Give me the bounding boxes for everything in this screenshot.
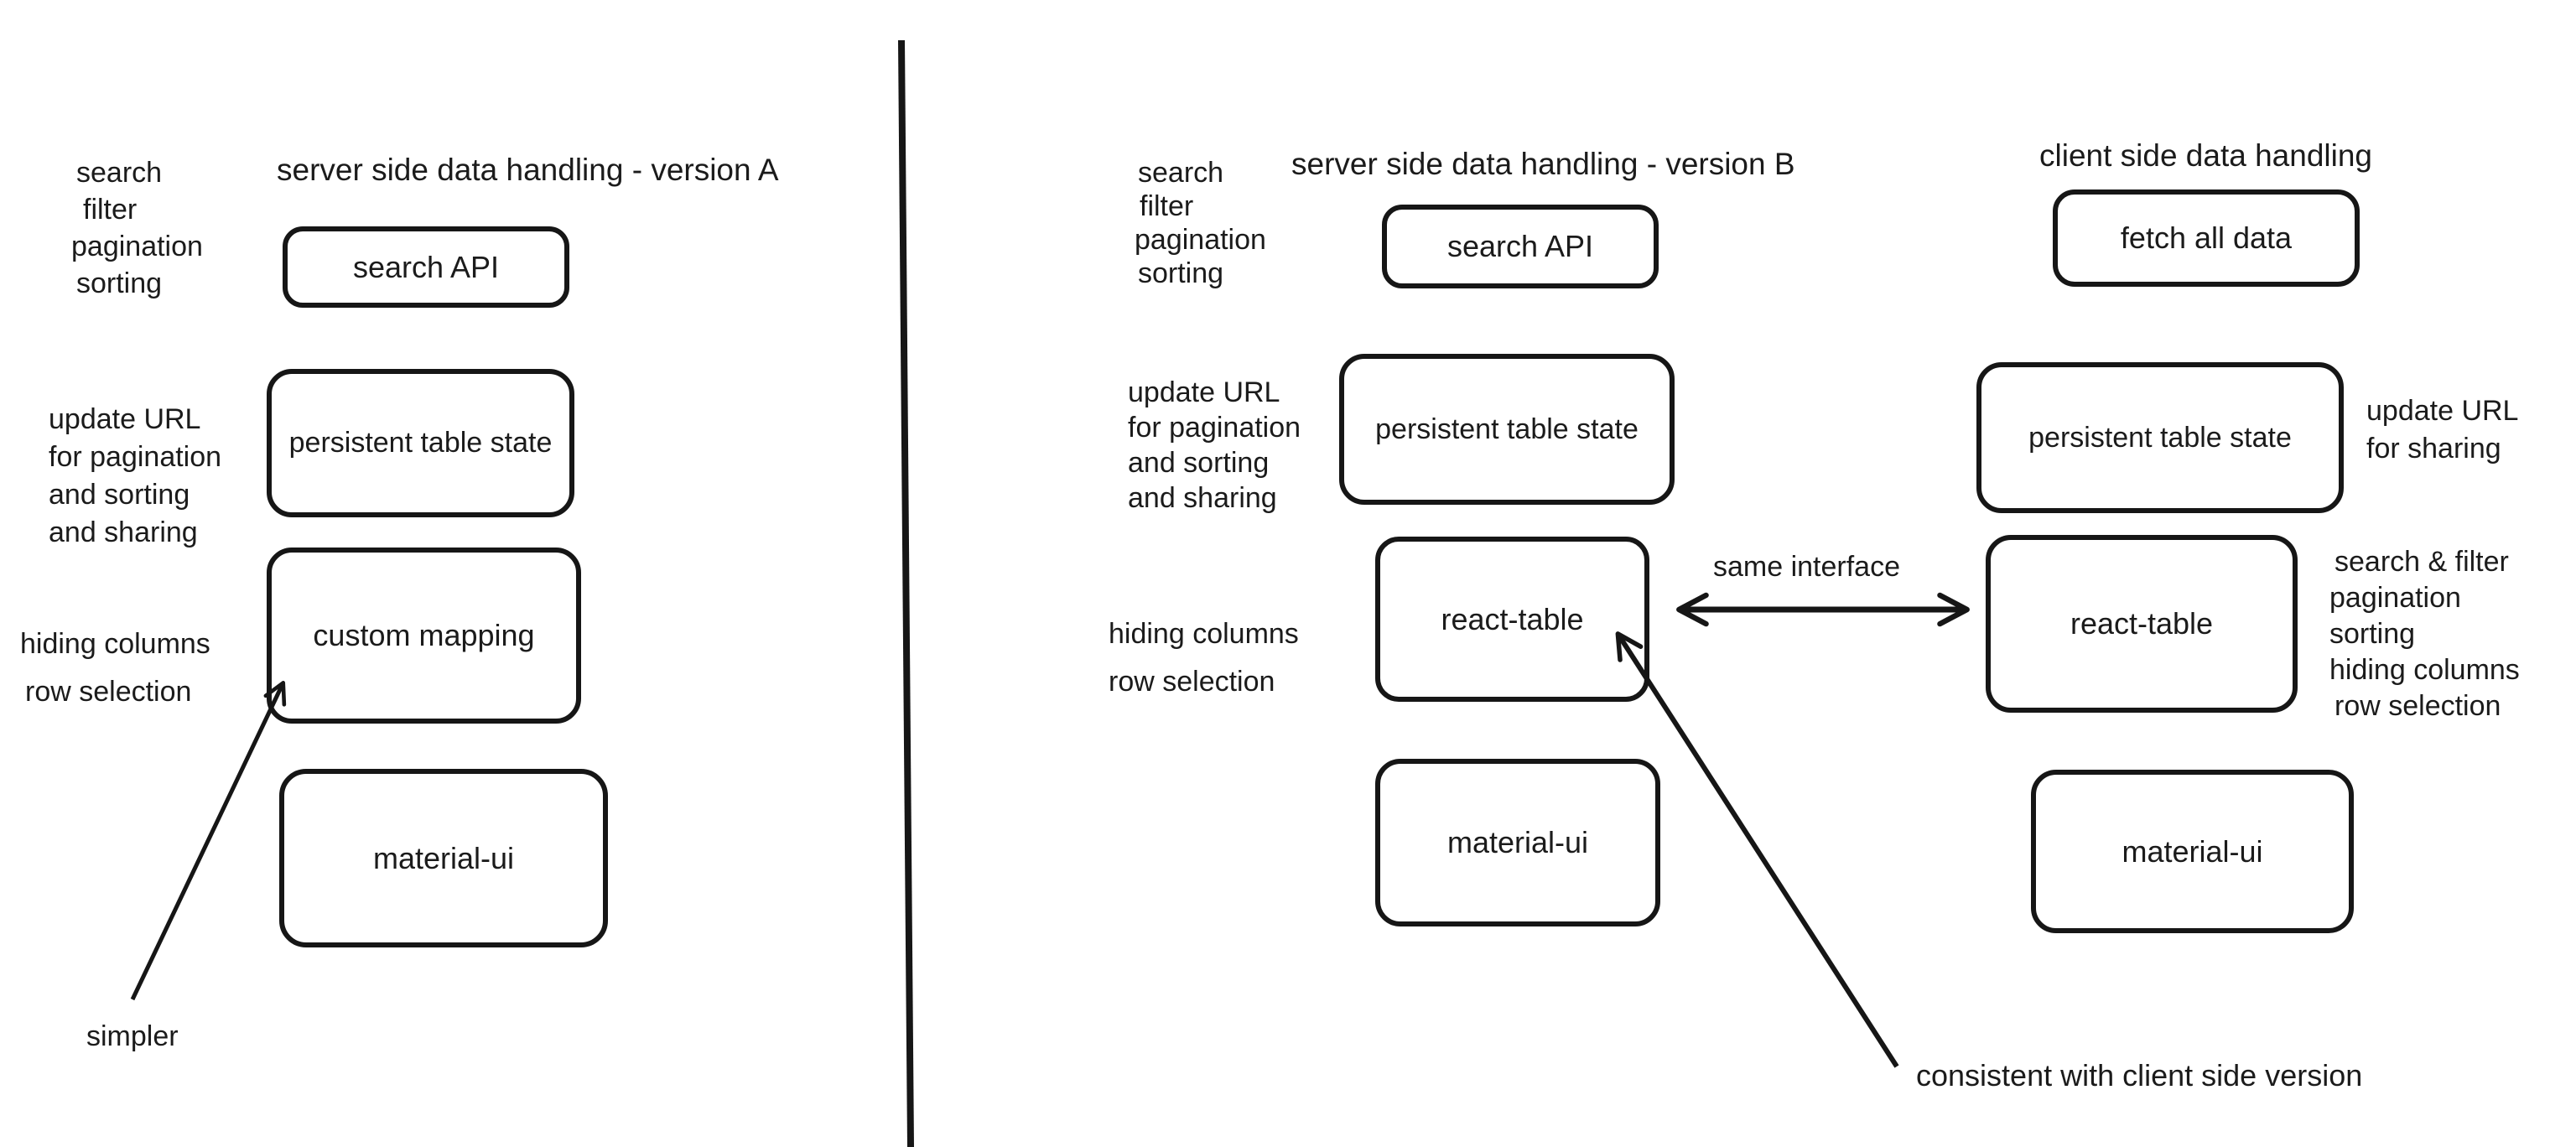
box-b-react-table: react-table	[1375, 537, 1649, 702]
label-same-interface: same interface	[1713, 551, 1900, 583]
box-c-fetch-all-data-label: fetch all data	[2120, 221, 2293, 255]
box-a-search-api: search API	[283, 226, 569, 308]
label-b-row-selection: row selection	[1109, 666, 1275, 698]
box-b-search-api: search API	[1382, 205, 1659, 288]
label-a-and-sorting: and sorting	[49, 479, 190, 511]
simpler-arrow	[130, 681, 287, 1001]
label-a-pagination: pagination	[71, 231, 203, 262]
label-a-row-selection: row selection	[25, 676, 192, 708]
consistent-arrow	[1615, 631, 1899, 1068]
label-a-and-sharing: and sharing	[49, 516, 198, 548]
box-c-material-ui-label: material-ui	[2122, 833, 2263, 869]
box-b-react-table-label: react-table	[1441, 601, 1584, 636]
box-c-react-table-label: react-table	[2070, 606, 2214, 641]
label-c-row-selection: row selection	[2334, 690, 2501, 722]
label-c-sorting: sorting	[2329, 618, 2416, 650]
label-c-pagination: pagination	[2329, 582, 2461, 614]
label-b-and-sharing: and sharing	[1128, 482, 1277, 514]
label-b-pagination: pagination	[1135, 224, 1266, 256]
label-a-simpler: simpler	[86, 1020, 179, 1052]
box-b-material-ui-label: material-ui	[1446, 825, 1589, 859]
label-b-hiding-columns: hiding columns	[1109, 618, 1299, 650]
label-a-search: search	[76, 157, 163, 189]
box-c-react-table: react-table	[1986, 535, 2298, 713]
label-b-for-pagination: for pagination	[1128, 412, 1301, 444]
box-c-persistent-label: persistent table state	[2028, 421, 2292, 454]
box-c-material-ui: material-ui	[2031, 770, 2354, 933]
label-b-update-url: update URL	[1128, 376, 1280, 408]
box-b-material-ui: material-ui	[1375, 759, 1660, 926]
label-a-for-pagination: for pagination	[49, 441, 222, 473]
box-a-search-api-label: search API	[352, 249, 500, 284]
box-b-persistent-label: persistent table state	[1375, 413, 1639, 445]
label-a-filter: filter	[83, 194, 138, 226]
label-c-update-url: update URL	[2366, 395, 2519, 427]
label-consistent-with-client: consistent with client side version	[1916, 1058, 2363, 1093]
label-b-filter: filter	[1140, 190, 1194, 222]
title-version-a: server side data handling - version A	[277, 153, 779, 187]
label-b-and-sorting: and sorting	[1128, 447, 1270, 479]
title-client-side: client side data handling	[2039, 138, 2373, 173]
label-c-hiding-columns: hiding columns	[2329, 654, 2520, 686]
box-a-material-ui-label: material-ui	[372, 840, 515, 875]
box-a-persistent-label: persistent table state	[288, 427, 553, 459]
box-a-material-ui: material-ui	[279, 769, 608, 947]
divider-line	[898, 39, 914, 1147]
box-b-persistent-table-state: persistent table state	[1339, 354, 1675, 505]
box-a-persistent-table-state: persistent table state	[267, 369, 574, 517]
label-b-sorting: sorting	[1138, 257, 1224, 289]
label-a-update-url: update URL	[49, 403, 201, 435]
title-version-b: server side data handling - version B	[1291, 147, 1795, 181]
label-c-search-filter: search & filter	[2334, 546, 2509, 578]
label-a-hiding-columns: hiding columns	[20, 628, 210, 660]
label-a-sorting: sorting	[76, 267, 163, 299]
box-a-custom-mapping-label: custom mapping	[313, 618, 535, 652]
box-b-search-api-label: search API	[1446, 229, 1594, 263]
box-c-fetch-all-data: fetch all data	[2053, 189, 2360, 287]
label-c-for-sharing: for sharing	[2366, 433, 2501, 465]
box-c-persistent-table-state: persistent table state	[1976, 362, 2344, 513]
box-a-custom-mapping: custom mapping	[267, 548, 581, 724]
label-b-search: search	[1138, 157, 1224, 189]
